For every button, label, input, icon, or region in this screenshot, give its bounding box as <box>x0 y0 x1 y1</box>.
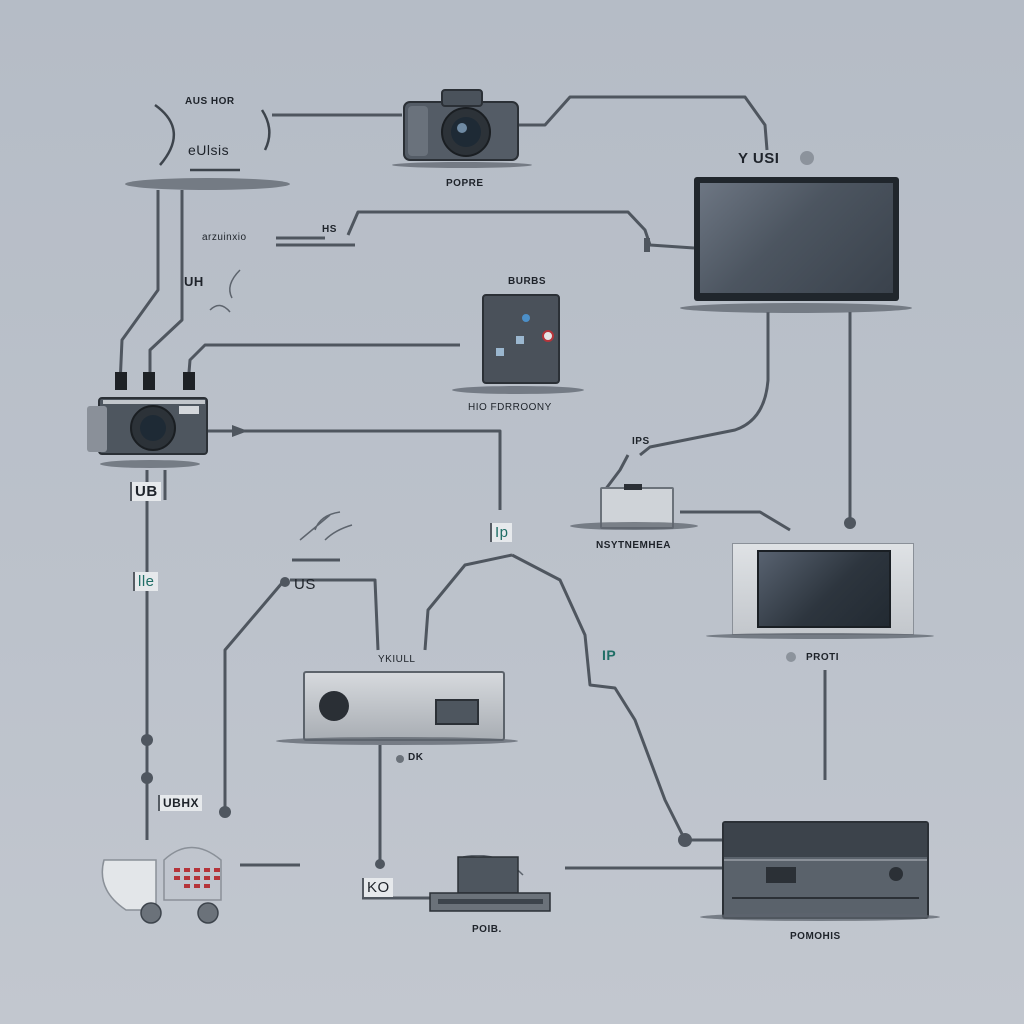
wire-ip-right <box>511 553 687 841</box>
edge-label-ip-top: Ip <box>490 523 512 542</box>
robot-device-icon <box>101 846 222 924</box>
wire-camera-tv <box>518 95 769 151</box>
router-label: BURBS <box>508 276 547 287</box>
wire-adapter-monitor <box>680 510 791 532</box>
projector[interactable] <box>85 370 210 462</box>
wire-projector-ip <box>208 429 502 510</box>
adapter-label: IPS <box>632 436 650 447</box>
robot-device[interactable] <box>96 830 246 925</box>
projector-label: UB <box>130 482 161 501</box>
recorder[interactable] <box>722 821 929 919</box>
dslr-camera[interactable] <box>402 88 520 162</box>
bracket-right <box>260 109 271 151</box>
edge-label-hs: HS <box>322 224 337 235</box>
status-dot-icon <box>786 652 796 662</box>
tv-label: Y USI <box>738 150 780 167</box>
tv-screen <box>700 183 893 293</box>
port-icon <box>542 330 554 342</box>
receiver[interactable] <box>303 671 505 741</box>
router-box[interactable] <box>482 294 560 384</box>
wire-hs-tv <box>346 210 695 250</box>
status-dot-icon <box>800 151 814 165</box>
wire-left-2 <box>148 190 184 385</box>
receiver-label: YKIULL <box>378 654 416 665</box>
led-icon <box>522 314 530 322</box>
router-caption: HIO FDRROONY <box>468 402 552 413</box>
adapter-caption: NSYTNEMHEA <box>596 540 672 551</box>
platform-shadow <box>125 178 290 190</box>
wire-router-projector <box>186 343 460 386</box>
tv-large[interactable] <box>694 177 899 301</box>
display-panel <box>766 867 796 883</box>
edge-label-ko: KO <box>362 878 393 897</box>
monitor-label: PROTI <box>806 652 840 663</box>
knob-icon <box>319 691 349 721</box>
camera-icon <box>403 89 519 161</box>
edge-label-arzuinxio: arzuinxio <box>202 232 247 243</box>
wire-tv-adapter <box>639 312 770 457</box>
projector-icon <box>87 372 208 455</box>
scanner-label: POIB. <box>472 924 502 935</box>
edge-label-lle: lle <box>133 572 158 591</box>
monitor[interactable] <box>732 543 914 635</box>
wire-us <box>290 578 380 651</box>
cluster-label-top: AUS HOR <box>185 96 235 107</box>
receiver-caption: DK <box>408 752 424 763</box>
cluster-label-bottom: eUlsis <box>188 142 230 158</box>
camera-label: POPRE <box>446 178 484 189</box>
wire-ip-receiver-left <box>423 553 513 651</box>
bracket-left <box>154 103 176 166</box>
power-button-icon <box>889 867 903 881</box>
scanner-icon <box>429 854 551 912</box>
wire-left-1 <box>118 190 160 386</box>
monitor-screen <box>757 550 891 628</box>
scribble-icon <box>812 790 836 806</box>
edge-label-us: US <box>294 576 316 593</box>
display-panel <box>435 699 479 725</box>
edge-label-uh: UH <box>184 274 204 289</box>
recorder-label: POMOHIS <box>790 931 841 942</box>
edge-label-ip-lower: IP <box>602 647 617 663</box>
scanner[interactable] <box>428 854 552 915</box>
robot-label: UBHX <box>158 795 203 811</box>
